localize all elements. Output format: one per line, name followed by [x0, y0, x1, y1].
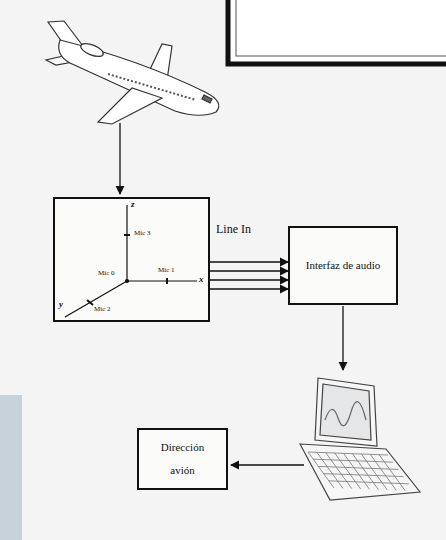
axes-box: zMic 3 Mic 0 Mic 1 x yMic 2	[53, 197, 210, 322]
airplane-illustration	[46, 21, 219, 124]
data-arrow	[342, 306, 343, 370]
signal-connector	[210, 279, 288, 280]
mic-label: Mic 2	[94, 306, 111, 313]
signal-connector	[210, 288, 288, 289]
box-label: Dirección avión	[149, 436, 217, 482]
mic-label: Mic 0	[98, 270, 115, 277]
output-arrow	[231, 464, 304, 465]
signal-arrow	[119, 123, 120, 194]
top-frame	[228, 0, 446, 64]
box-label: Interfaz de audio	[303, 254, 383, 277]
axis-label: z	[131, 200, 135, 209]
side-strip	[0, 395, 22, 540]
edge-label: Line In	[216, 222, 251, 237]
axis-label: y	[59, 300, 63, 309]
axis-label: x	[199, 275, 204, 284]
mic-label: Mic 3	[134, 230, 151, 237]
laptop-illustration	[300, 378, 420, 500]
axes-symbol	[55, 199, 208, 320]
signal-connector	[210, 261, 288, 262]
process-box: Interfaz de audio	[288, 226, 398, 305]
signal-connector	[210, 270, 288, 271]
mic-label: Mic 1	[158, 267, 175, 274]
output-box: Dirección avión	[137, 428, 228, 490]
